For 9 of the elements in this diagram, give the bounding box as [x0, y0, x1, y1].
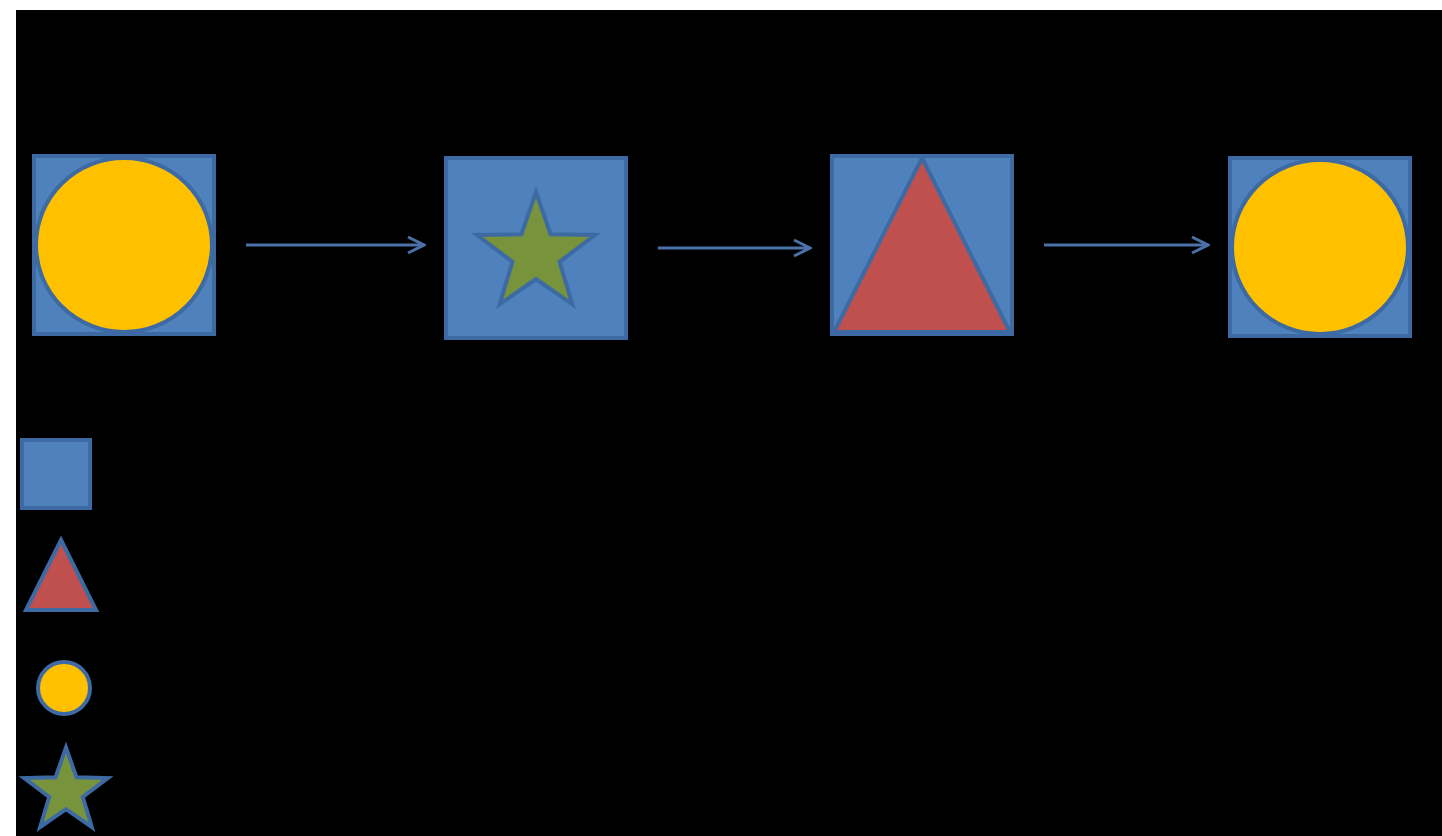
arrow [658, 238, 812, 258]
circle-shape [36, 660, 92, 716]
star-shape [474, 186, 598, 310]
square-box [444, 156, 628, 340]
star-shape [22, 742, 110, 832]
arrow [1044, 235, 1210, 255]
triangle-shape [24, 538, 98, 612]
arrow [246, 235, 426, 255]
square-box [20, 438, 92, 510]
